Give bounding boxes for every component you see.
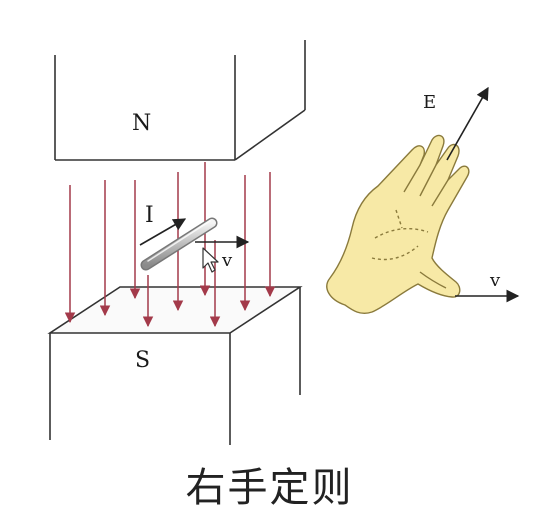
conductor-rod [140, 217, 218, 271]
velocity-label-hand: v [489, 270, 501, 291]
north-pole-label: N [132, 111, 151, 136]
velocity-label-rod: v [221, 250, 233, 271]
diagram-caption: 右手定则 [185, 465, 354, 511]
mouse-cursor-icon [202, 247, 219, 273]
emf-label: E [423, 92, 436, 113]
south-magnet [47, 286, 303, 445]
current-arrow [139, 218, 187, 246]
right-hand-icon [326, 134, 470, 314]
south-pole-label: S [135, 348, 150, 373]
emf-arrow [446, 86, 489, 161]
north-magnet [54, 40, 306, 161]
current-label: I [145, 203, 154, 228]
